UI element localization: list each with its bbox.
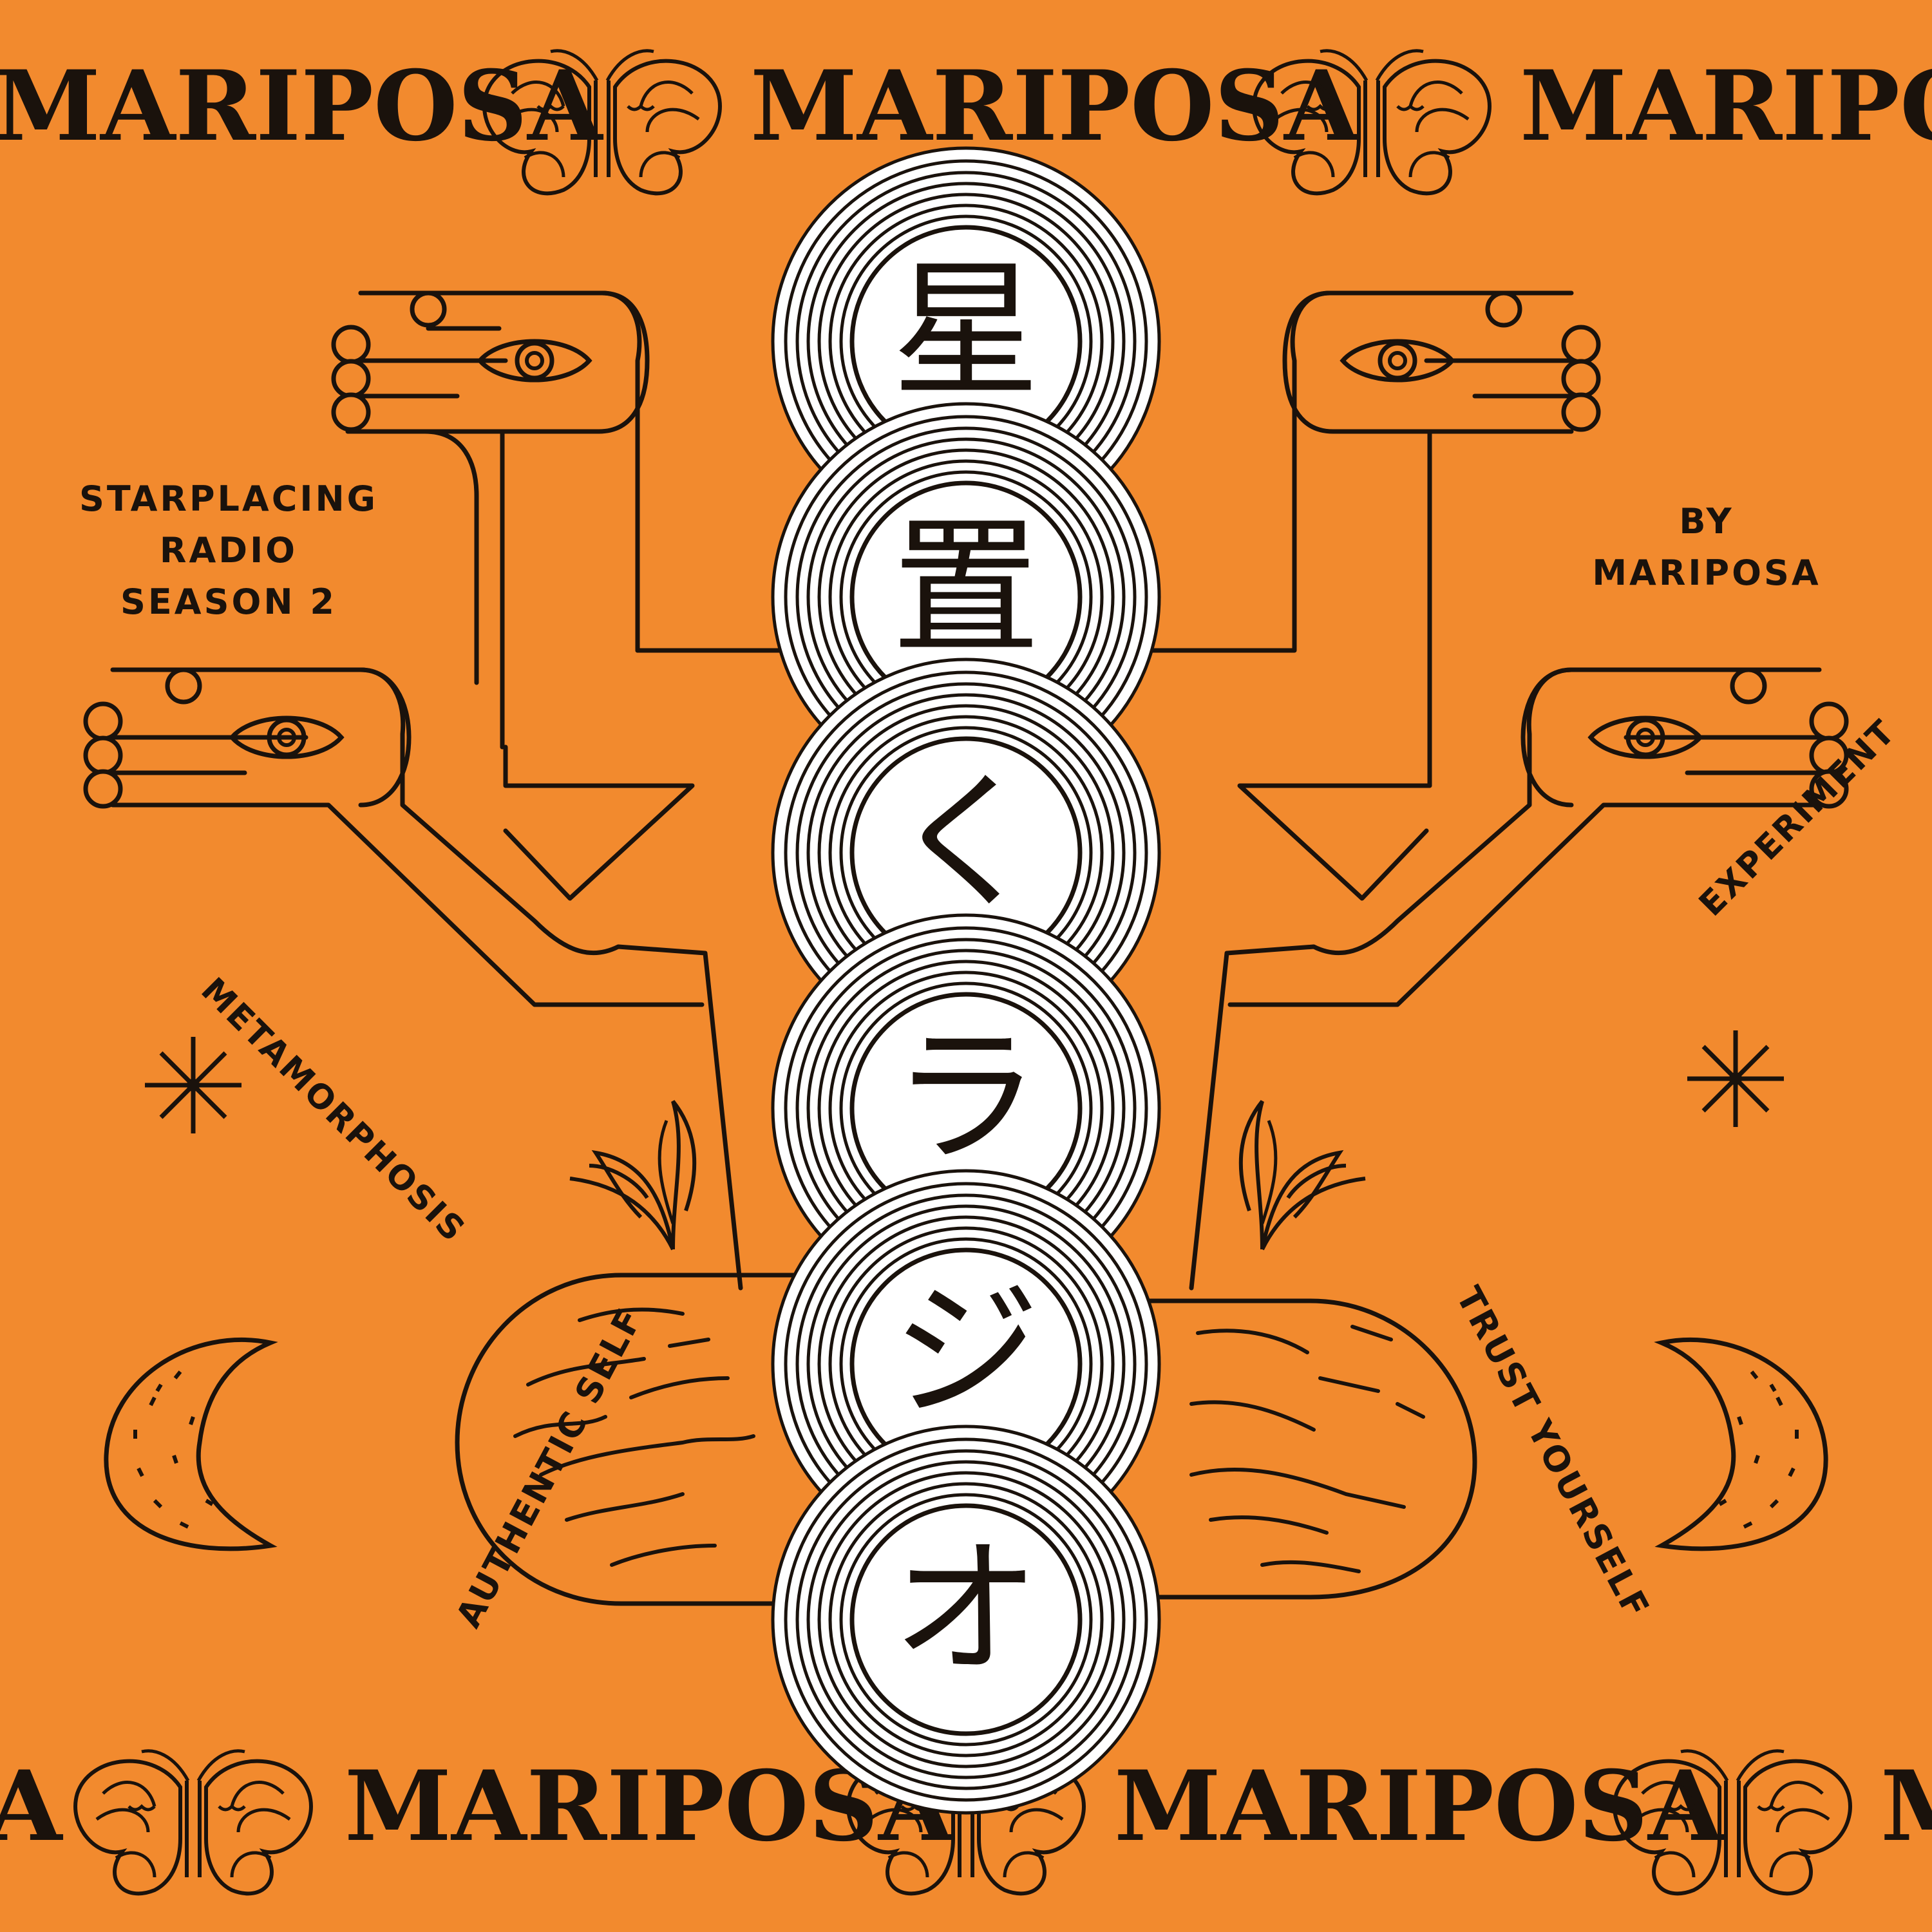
banner-wordmark: MARIPOSA <box>1114 1750 1723 1863</box>
banner-wordmark: MARIPOS <box>1520 50 1932 163</box>
bottom-banner: A MARIPOSA MARIPOSA M <box>0 1752 1932 1868</box>
butterfly-icon <box>1254 51 1490 194</box>
sparkle-star-icon <box>1687 1030 1784 1127</box>
season-label: SEASON 2 <box>120 582 337 622</box>
crescent-moon-icon <box>1654 1338 1828 1551</box>
title-column <box>771 146 1161 1815</box>
butterfly-icon <box>484 51 720 194</box>
title-char: 置 <box>891 503 1040 675</box>
butterfly-icon <box>1615 1751 1850 1894</box>
title-char: オ <box>891 1524 1040 1696</box>
show-info: STARPLACING RADIO SEASON 2 <box>71 473 386 628</box>
title-char: ラ <box>891 1012 1040 1184</box>
sparkle-star-icon <box>145 1037 242 1133</box>
credit-by: BY <box>1679 501 1734 542</box>
title-char: ジ <box>891 1266 1040 1438</box>
ring-circle <box>849 1503 1083 1736</box>
banner-wordmark: M <box>1880 1758 1932 1855</box>
fingertips <box>83 290 1849 809</box>
pillow-shapes <box>455 1273 1477 1606</box>
title-ring <box>771 1425 1161 1815</box>
title-char: く <box>891 757 1040 929</box>
show-name-2: RADIO <box>159 530 298 571</box>
credit-info: BY MARIPOSA <box>1584 496 1829 599</box>
crescent-moon-icon <box>104 1338 278 1551</box>
credit-name: MARIPOSA <box>1592 553 1821 593</box>
show-name: STARPLACING <box>79 478 378 519</box>
leaf-sprout-icon <box>570 1101 694 1249</box>
banner-wordmark: A <box>0 1750 62 1863</box>
title-char: 星 <box>891 245 1040 417</box>
banner-wordmark: MARIPOSA <box>750 50 1359 163</box>
leaf-sprout-icon <box>1241 1101 1365 1249</box>
butterfly-icon <box>75 1751 311 1894</box>
